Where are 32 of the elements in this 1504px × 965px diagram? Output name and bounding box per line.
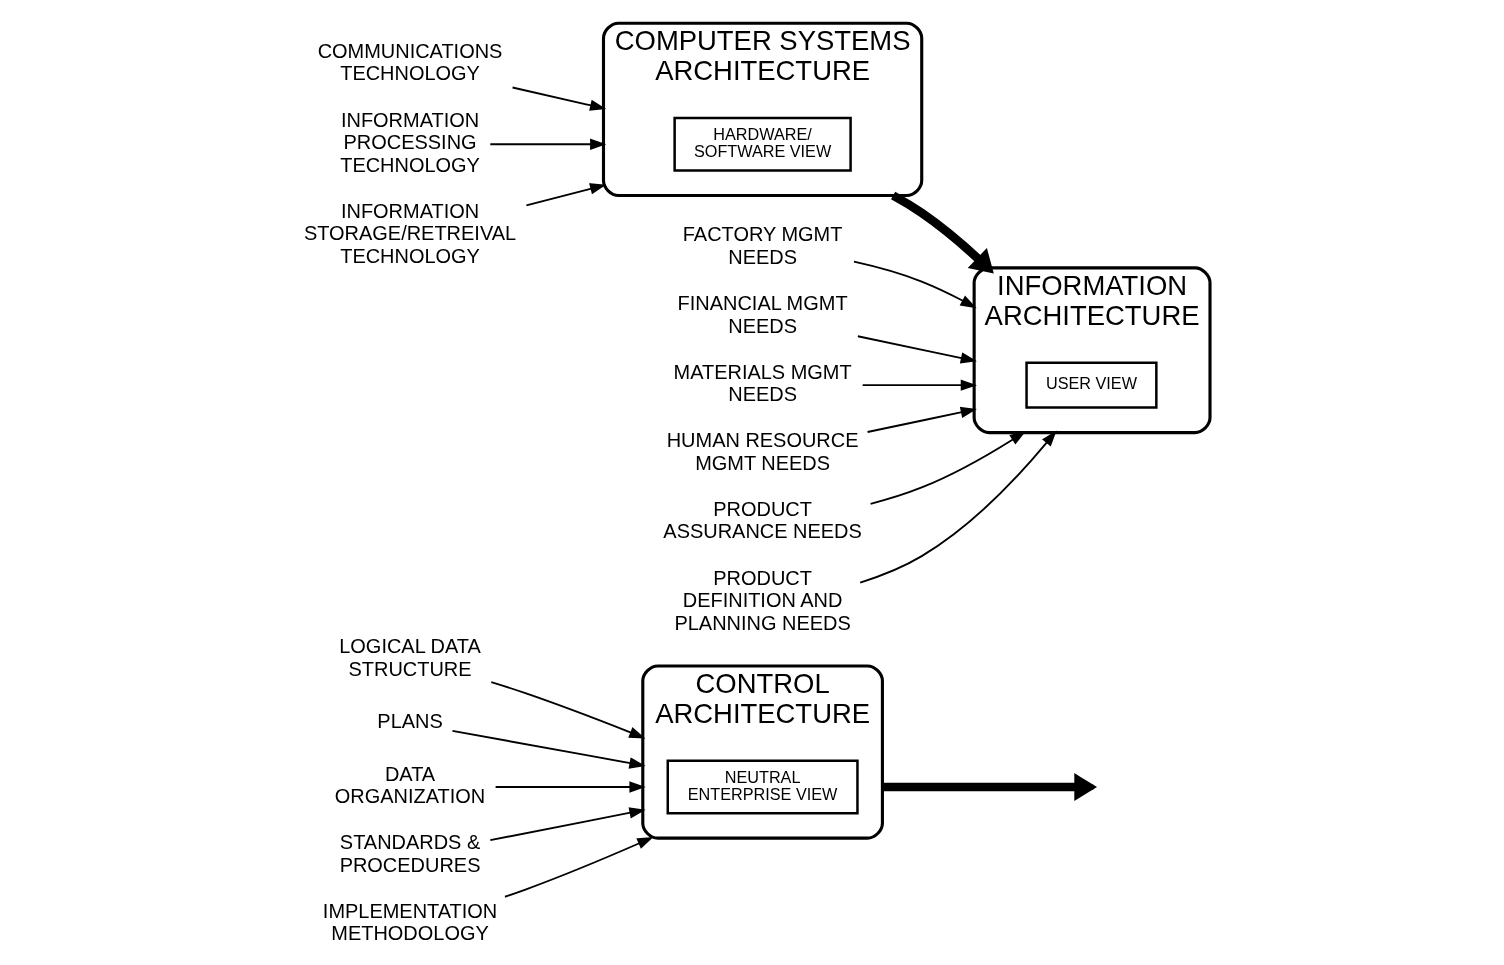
arrow bbox=[490, 681, 646, 739]
arrow bbox=[861, 379, 977, 391]
arrow bbox=[511, 86, 607, 111]
arrow bbox=[525, 183, 607, 207]
node-box: USER VIEW bbox=[1025, 361, 1158, 409]
arrow bbox=[451, 729, 646, 769]
arrow bbox=[504, 837, 654, 898]
node-text: INFORMATION PROCESSING TECHNOLOGY bbox=[340, 108, 480, 176]
node-text: COMMUNICATIONS TECHNOLOGY bbox=[317, 39, 503, 85]
node-text: HUMAN RESOURCE MGMT NEEDS bbox=[666, 429, 859, 474]
node-text: PLANS bbox=[377, 710, 443, 733]
arrow bbox=[489, 138, 607, 150]
node-text: IMPLEMENTATION METHODOLOGY bbox=[322, 899, 498, 945]
arrow bbox=[891, 191, 994, 274]
node-text: FINANCIAL MGMT NEEDS bbox=[677, 292, 848, 337]
node-text: FACTORY MGMT NEEDS bbox=[682, 223, 843, 268]
arrow bbox=[853, 260, 977, 309]
node-text: PRODUCT ASSURANCE NEEDS bbox=[663, 497, 862, 543]
arrow bbox=[494, 781, 646, 793]
node-box: HARDWARE/ SOFTWARE VIEW bbox=[673, 116, 852, 172]
node-text: LOGICAL DATA STRUCTURE bbox=[339, 635, 481, 680]
arrow bbox=[859, 430, 1057, 584]
node-text: MATERIALS MGMT NEEDS bbox=[673, 360, 852, 406]
arrow bbox=[856, 335, 977, 364]
arrow bbox=[869, 431, 1026, 505]
node-text: DATA ORGANIZATION bbox=[334, 762, 486, 807]
node-text: STANDARDS & PROCEDURES bbox=[339, 831, 481, 876]
node-text: PRODUCT DEFINITION AND PLANNING NEEDS bbox=[674, 566, 851, 634]
node-box: NEUTRAL ENTERPRISE VIEW bbox=[666, 759, 859, 815]
arrow bbox=[866, 406, 977, 433]
node-text: INFORMATION STORAGE/RETREIVAL TECHNOLOGY bbox=[303, 199, 517, 267]
arrow bbox=[489, 807, 646, 842]
